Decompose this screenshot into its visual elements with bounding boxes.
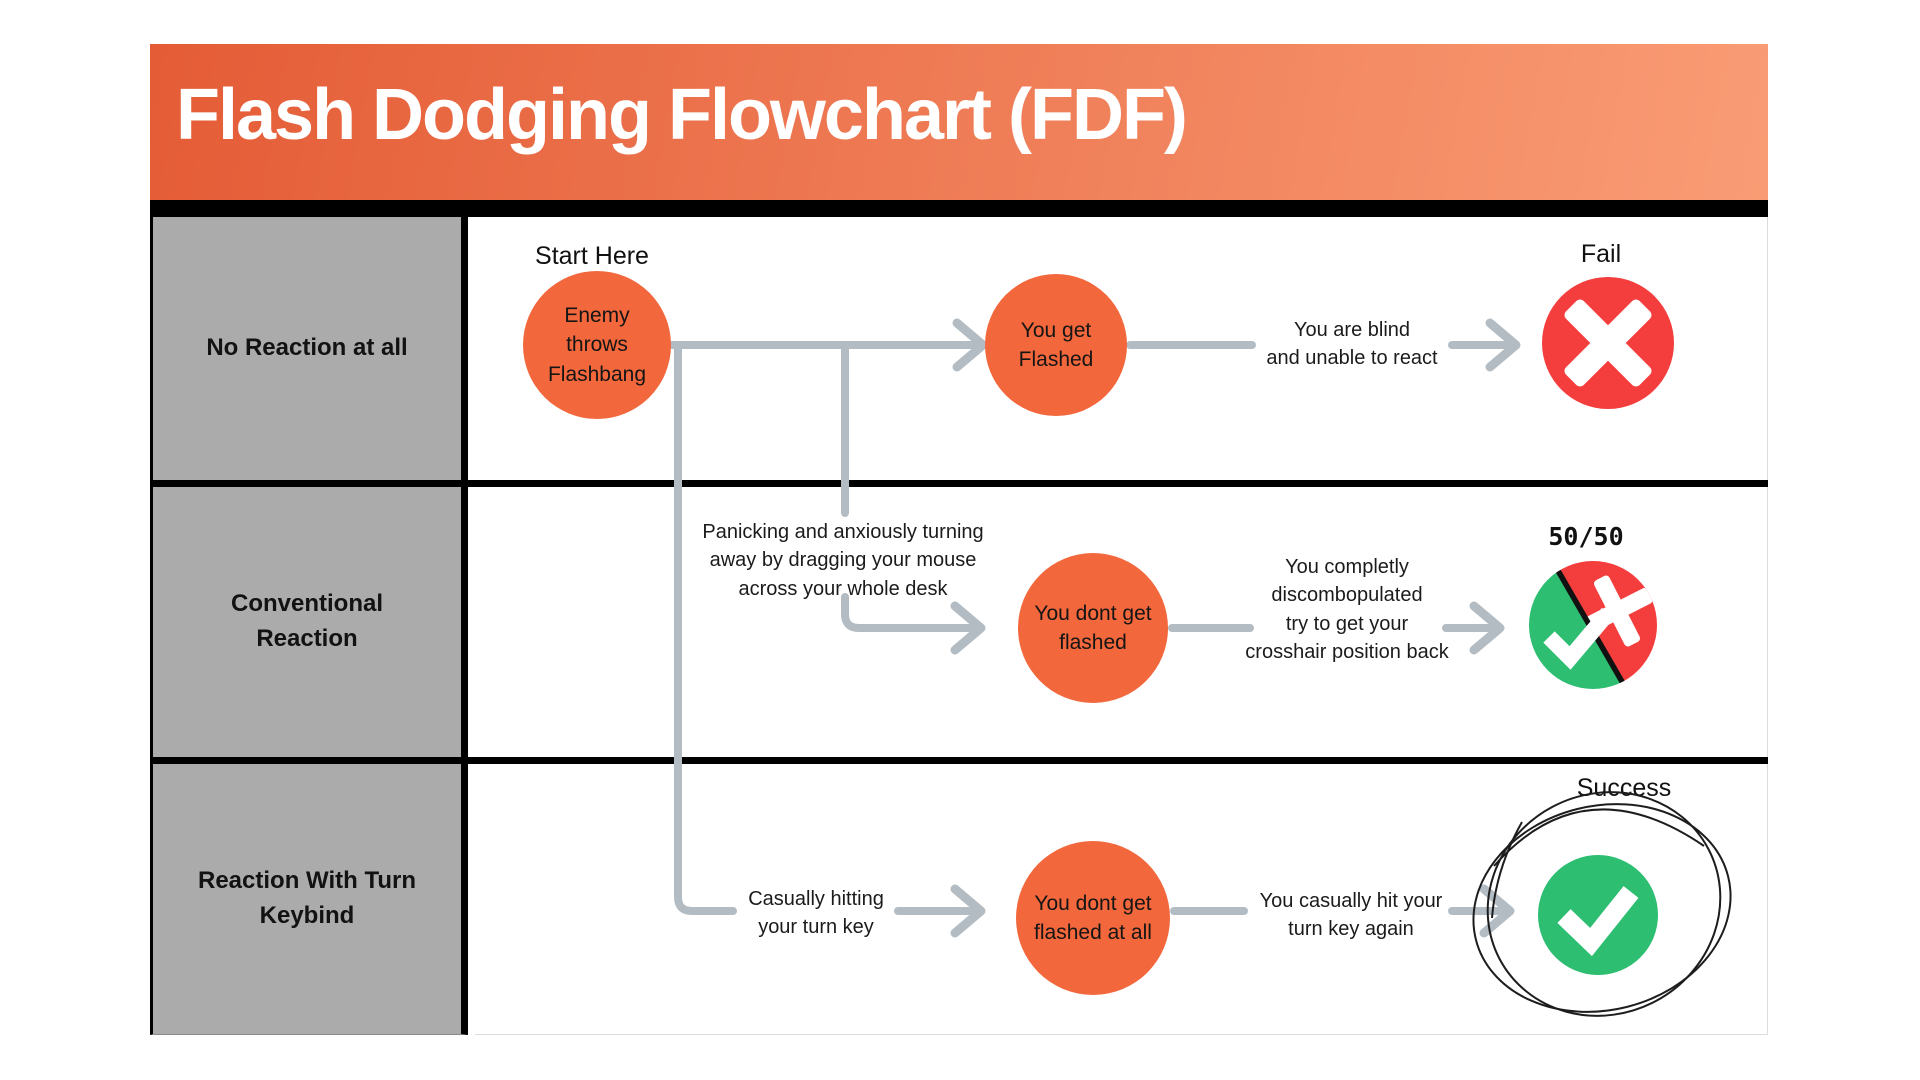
scribble-annotation — [1472, 791, 1732, 1017]
note-discombopulated: You completly discombopulated try to get… — [1245, 556, 1449, 664]
fifty-fifty-label: 50/50 — [1548, 522, 1624, 551]
note-blind-unable-react: You are blind and unable to react — [1266, 319, 1438, 370]
connector-branch-panic-bottom — [841, 593, 980, 632]
note-casually-hitting-turn-key: Casually hitting your turn key — [748, 888, 884, 939]
arrowhead-icon — [1479, 884, 1515, 938]
row-label-no-reaction: No Reaction at all — [150, 217, 468, 480]
success-check-icon — [1538, 855, 1658, 975]
flow-area — [475, 217, 1768, 1035]
header-divider — [150, 200, 1768, 217]
connector-branch-turnkey — [674, 345, 737, 915]
note-panicking-mouse-drag: Panicking and anxiously turning away by … — [702, 521, 984, 600]
arrowhead-icon — [950, 601, 986, 655]
start-here-label: Start Here — [535, 242, 649, 270]
node-enemy-throws-flashbang: Enemy throws Flashbang — [523, 271, 671, 419]
row-divider — [150, 480, 1768, 487]
row-label-conventional-reaction: Conventional Reaction — [150, 487, 468, 757]
node-you-get-flashed: You get Flashed — [985, 274, 1127, 416]
note-hit-turn-key-again: You casually hit your turn key again — [1259, 890, 1443, 941]
title-banner: Flash Dodging Flowchart (FDF) — [150, 44, 1768, 200]
success-label: Success — [1576, 774, 1672, 802]
row-label-turn-keybind: Reaction With Turn Keybind — [150, 764, 468, 1035]
arrowhead-icon — [950, 884, 986, 938]
node-you-dont-get-flashed: You dont get flashed — [1018, 553, 1168, 703]
arrowhead-icon — [952, 318, 988, 372]
page-title: Flash Dodging Flowchart (FDF) — [176, 75, 1188, 155]
row-divider — [150, 757, 1768, 764]
fail-label: Fail — [1580, 240, 1622, 268]
arrowhead-icon — [1485, 318, 1521, 372]
fail-cross-icon — [1542, 277, 1674, 409]
arrowhead-icon — [1469, 601, 1505, 655]
half-check-half-cross-icon — [1529, 561, 1657, 689]
node-you-dont-get-flashed-at-all: You dont get flashed at all — [1016, 841, 1170, 995]
